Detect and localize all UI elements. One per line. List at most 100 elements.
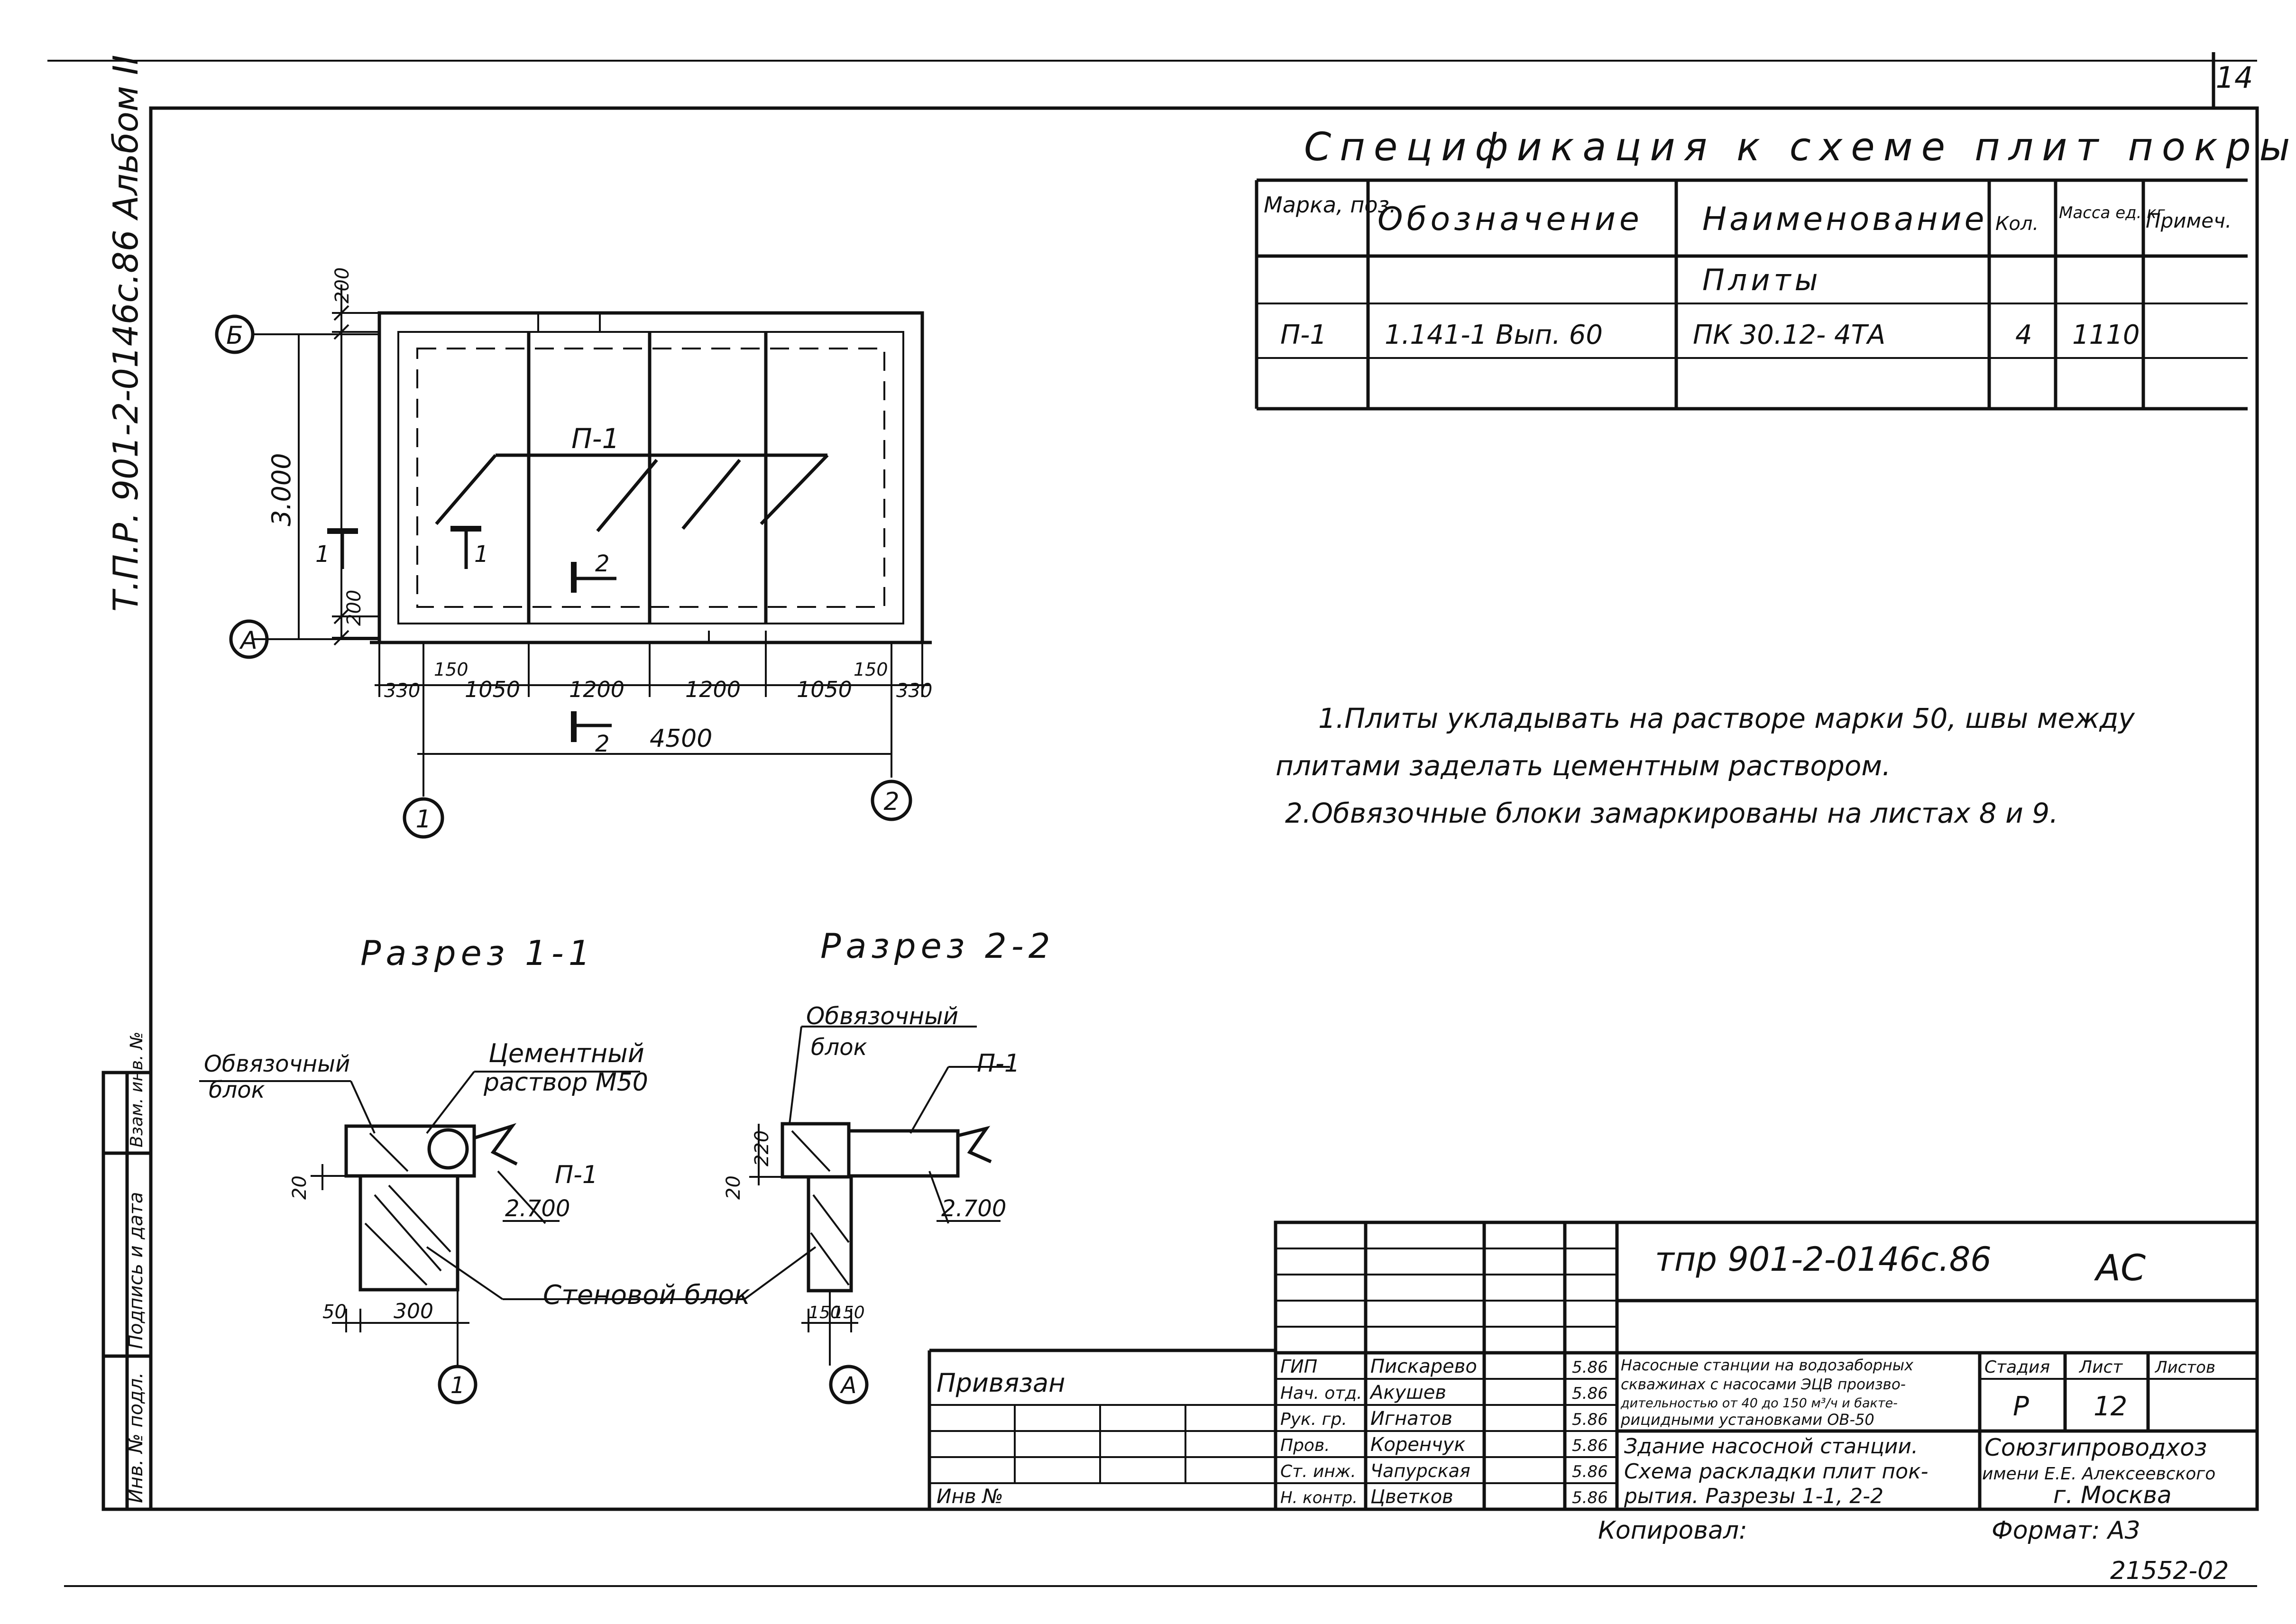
s2-level: 2.700 [941,1195,1006,1222]
dim-150-left: 150 [434,659,468,680]
axis-1: 1 [415,805,431,834]
s1-dim-300: 300 [394,1299,433,1323]
dim-150-right: 150 [854,659,888,680]
spec-row-mark: П-1 [1280,320,1327,350]
dim-bottom: 200 [343,590,365,626]
sec1-mark-a: 1 [315,541,330,568]
spec-row-qty: 4 [2015,320,2032,350]
doc-code: тпр 901-2-0146с.86 [1655,1240,1992,1279]
spec-row-name: ПК 30.12- 4ТА [1693,320,1885,350]
s2-dim-150a: 150 [808,1303,841,1322]
stamp-inv-orig: Инв. № подл. [125,1372,147,1503]
axis-a: А [239,626,257,655]
stamp-sign-date: Подпись и дата [125,1192,147,1349]
date-3: 5.86 [1572,1436,1608,1455]
copied-label: Копировал: [1598,1516,1747,1545]
s1-plate: П-1 [555,1161,598,1189]
s1-cement-l2: раствор М50 [483,1068,648,1097]
project-line-2: скважинах с насосами ЭЦВ произво- [1621,1376,1906,1393]
section-1-drawing [199,1071,744,1404]
spec-table [1255,178,2248,411]
dim-330-left: 330 [384,680,420,702]
s2-dim-220: 220 [751,1130,773,1166]
date-2: 5.86 [1572,1410,1608,1429]
role-3: Пров. [1280,1436,1330,1455]
plan-vertical-dims [298,284,379,646]
date-0: 5.86 [1572,1358,1608,1377]
stage-header: Стадия [1984,1358,2050,1377]
side-stamp: Т.П.Р. 901-2-0146с.86 Альбом II [106,55,146,612]
section-markers [327,526,616,742]
dim-total: 4500 [650,725,712,753]
spec-group-plates: Плиты [1702,263,1822,297]
dim-1050-left: 1050 [465,677,520,702]
axis-b: Б [226,321,243,350]
plan-outline [370,311,932,644]
s1-dim-50: 50 [322,1301,347,1323]
name-2: Игнатов [1370,1408,1452,1430]
s1-block-l2: блок [209,1077,265,1103]
spec-h-mass: Масса ед.,кг [2059,203,2166,222]
dim-top: 200 [331,267,353,303]
spec-h-designation: Обозначение [1378,201,1643,238]
note-2: 2.Обвязочные блоки замаркированы на лист… [1285,797,2058,829]
format-label: Формат: А3 [1992,1516,2140,1545]
section-2-drawing [744,1026,1010,1404]
sec1-mark-b: 1 [474,541,489,568]
list-value: 12 [2094,1391,2127,1422]
s1-level: 2.700 [505,1195,570,1222]
inventory-number: 21552-02 [2110,1557,2229,1585]
name-4: Чапурская [1370,1460,1470,1481]
role-4: Ст. инж. [1280,1462,1356,1481]
s2-block-l1: Обвязочный [806,1002,958,1030]
spec-row-designation: 1.141-1 Вып. 60 [1385,320,1603,350]
s2-plate: П-1 [977,1049,1020,1078]
s2-block-l2: блок [811,1034,867,1061]
project-line-3: дительностью от 40 до 150 м³/ч и бакте- [1620,1396,1898,1411]
s2-axis: А [840,1372,857,1399]
s1-axis: 1 [450,1372,465,1399]
org-line-2: имени Е.Е. Алексеевского [1982,1464,2215,1484]
s1-block-l1: Обвязочный [204,1051,350,1077]
sheet-line-3: рытия. Разрезы 1-1, 2-2 [1624,1484,1883,1508]
dim-1200-a: 1200 [569,677,625,702]
spec-h-mark: Марка, поз. [1264,192,1396,218]
plan-axes [215,314,912,839]
s1-cement-l1: Цементный [488,1038,644,1068]
wall-block-label: Стеновой блок [543,1280,750,1311]
sheet-line-2: Схема раскладки плит пок- [1624,1459,1929,1484]
axis-2: 2 [883,788,899,816]
note-1: 1.Плиты укладывать на растворе марки 50,… [1318,702,2135,734]
dim-1050-right: 1050 [797,677,852,702]
date-5: 5.86 [1572,1488,1608,1507]
lists-header: Листов [2154,1358,2215,1377]
sheet-line-1: Здание насосной станции. [1624,1434,1918,1459]
dim-height: 3.000 [266,453,296,526]
doc-mark: АС [2094,1247,2146,1289]
role-1: Нач. отд. [1280,1384,1362,1403]
org-line-3: г. Москва [2053,1481,2172,1509]
spec-h-name: Наименование [1702,201,1987,238]
sec2-mark-b: 2 [595,731,610,757]
page-number: 14 [2216,60,2253,95]
dim-1200-b: 1200 [685,677,741,702]
project-line-4: рицидными установками ОВ-50 [1620,1411,1874,1429]
date-4: 5.86 [1572,1462,1608,1481]
drawing-frame [149,106,2259,1511]
name-3: Коренчук [1370,1434,1466,1456]
stamp-replace-inv: Взам. инв. № [127,1032,147,1147]
org-line-1: Союзгипроводхоз [1984,1434,2207,1461]
spec-h-note: Примеч. [2146,209,2232,232]
inv-label: Инв № [937,1485,1003,1508]
spec-title: Спецификация к схеме плит покрытия [1304,125,2296,170]
section-2-title: Разрез 2-2 [820,926,1055,966]
sec2-mark-a: 2 [595,551,610,577]
name-5: Цветков [1370,1486,1453,1508]
spec-row-mass: 1110 [2072,320,2140,350]
s1-dim-h: 20 [289,1175,311,1200]
spec-h-qty: Кол. [1995,213,2039,235]
plan-horizontal-dims [375,642,929,755]
attached-label: Привязан [937,1368,1065,1398]
note-1-cont: плитами заделать цементным раствором. [1276,750,1891,782]
